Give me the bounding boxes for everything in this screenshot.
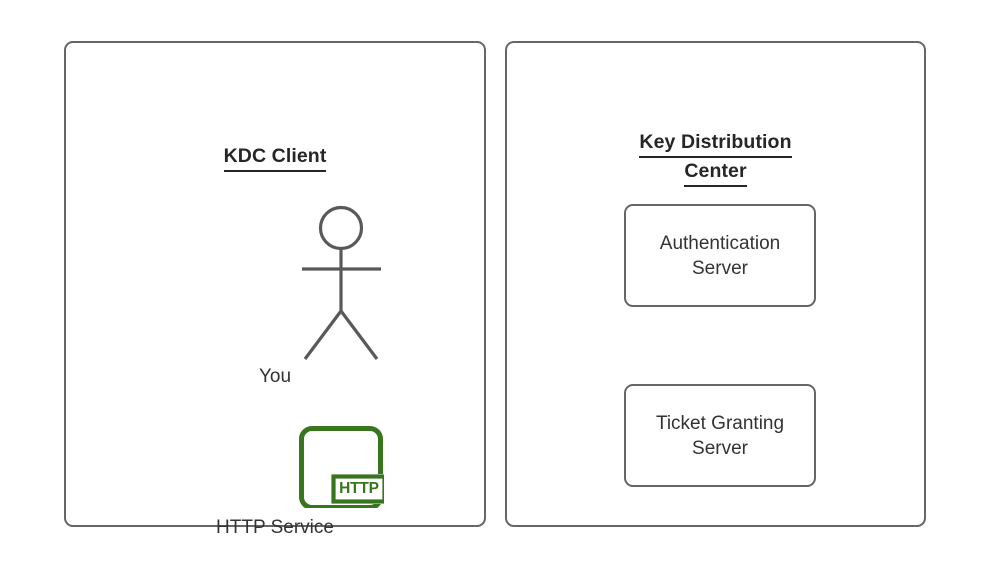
http-service-label: HTTP Service: [216, 517, 334, 538]
http-service-icon[interactable]: HTTP: [298, 425, 384, 508]
http-badge-label: HTTP: [339, 480, 379, 497]
http-outer-square: [299, 426, 383, 508]
stick-figure-leg-left: [303, 310, 343, 360]
stick-figure-head: [318, 205, 364, 251]
node-authentication-server-label: Authentication Server: [659, 232, 781, 279]
panel-title-kdc-line-2: Center: [684, 158, 747, 187]
node-authentication-server[interactable]: Authentication Server: [624, 204, 816, 307]
http-badge-box: [331, 474, 384, 504]
panel-title-kdc-client: KDC Client: [66, 143, 484, 172]
panel-title-kdc-client-line-1: KDC Client: [223, 143, 327, 172]
panel-title-kdc-line-1: Key Distribution: [639, 129, 792, 158]
actor-you-figure[interactable]: [292, 201, 391, 361]
http-service-glyph: [299, 426, 384, 508]
panel-kdc-client[interactable]: KDC Client You: [64, 41, 486, 538]
stick-figure-icon: [302, 205, 381, 360]
node-ticket-granting-server-label: Ticket Granting Server: [655, 412, 785, 459]
panel-title-key-distribution-center: Key Distribution Center: [507, 129, 924, 187]
stick-figure-leg-right: [339, 310, 379, 360]
node-ticket-granting-server[interactable]: Ticket Granting Server: [624, 384, 816, 487]
actor-you-label: You: [258, 366, 292, 387]
